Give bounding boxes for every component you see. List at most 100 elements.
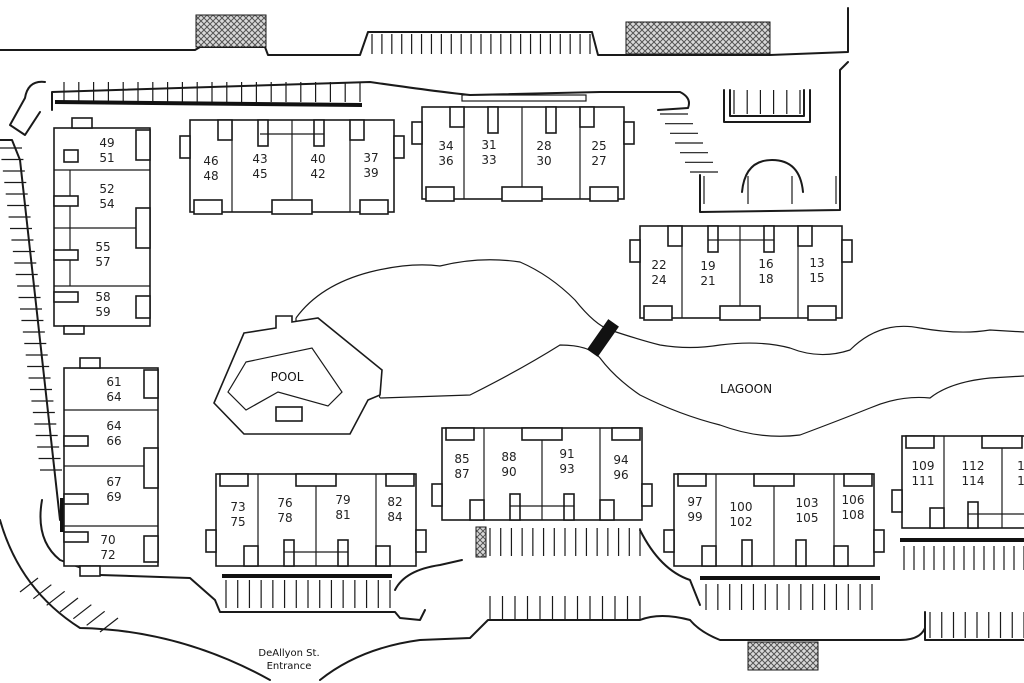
unit-label: 52 [99,182,114,196]
unit-label: 72 [100,548,115,562]
unit-label: 94 [613,453,628,467]
unit-label: 88 [501,450,516,464]
unit-label: 70 [100,533,115,547]
unit-label: 69 [106,490,121,504]
unit-label: 78 [277,511,292,525]
unit-label: 97 [687,495,702,509]
building-east-south [891,435,1024,529]
unit-label: 84 [387,510,402,524]
unit-label: 59 [95,305,110,319]
hatched-area-small [475,526,487,558]
pool-outline [227,347,343,411]
unit-label: 58 [95,290,110,304]
parking-stall-line [46,590,66,606]
parking-stall-line [72,604,92,620]
south-road [319,615,926,681]
unit-label: 57 [95,255,110,269]
unit-label: 24 [651,273,666,287]
entrance-text: Entrance [267,661,312,672]
unit-label: 81 [335,508,350,522]
unit-label: 51 [99,151,114,165]
pool-house [275,406,303,422]
unit-label: 19 [700,259,715,273]
unit-label: 49 [99,136,114,150]
lagoon-label: LAGOON [720,382,772,396]
unit-label: 61 [106,375,121,389]
parking-stall-line [59,597,79,613]
unit-label: 34 [438,139,453,153]
unit-label: 45 [252,167,267,181]
entrance-street-name: DeAllyon St. [258,648,319,659]
unit-label: 96 [613,468,628,482]
unit-label: 108 [842,508,865,522]
unit-label: 27 [591,154,606,168]
parking-stall-line [99,617,119,633]
unit-label: 66 [106,434,121,448]
unit-label: 39 [363,166,378,180]
southwest-road [0,519,271,681]
unit-label: 99 [687,510,702,524]
unit-label: 109 [912,459,935,473]
west-drive [0,139,61,521]
pool-label: POOL [271,370,304,384]
lagoon: LAGOON [295,259,1024,437]
unit-label: 111 [912,474,935,488]
unit-label: 42 [310,167,325,181]
east-road-edge [699,61,849,213]
parking-stalls [0,34,1024,641]
southwest-road-inner [39,499,426,621]
unit-label: 90 [501,465,516,479]
unit-label: 13 [809,256,824,270]
unit-label: 64 [106,390,121,404]
unit-label: 54 [99,197,114,211]
unit-label: 64 [106,419,121,433]
unit-label: 21 [700,274,715,288]
lagoon-south-shore [379,344,1024,437]
dumpster-areas [195,14,819,671]
unit-label: 114 [962,474,985,488]
road-outlines [0,7,926,681]
unit-label: 91 [559,447,574,461]
unit-label: 40 [310,152,325,166]
building-west-south [63,357,159,577]
building-west-north [53,117,151,335]
unit-label: 30 [536,154,551,168]
unit-label: 73 [230,500,245,514]
unit-label: 43 [252,152,267,166]
pool-area: POOL [213,315,383,435]
hatched-area-north-2 [625,21,771,55]
building-south-1 [205,473,427,567]
unit-label: 103 [796,496,819,510]
east-drive [639,529,701,606]
unit-label: 25 [591,139,606,153]
unit-label: 55 [95,240,110,254]
unit-label: 28 [536,139,551,153]
unit-label: 106 [842,493,865,507]
unit-label: 18 [758,272,773,286]
hatched-area-south [747,641,819,671]
north-road-edge [51,81,690,111]
hatched-area-north-1 [195,14,267,48]
unit-label: 67 [106,475,121,489]
building-south-2 [431,427,653,521]
unit-label: 36 [438,154,453,168]
building-north-2 [411,94,635,202]
building-north-1 [179,119,405,215]
parking-stall-line [32,584,52,600]
unit-label: 85 [454,452,469,466]
building-east-north [629,225,853,321]
unit-label: 79 [335,493,350,507]
south-road-inner [394,559,463,591]
unit-label: 82 [387,495,402,509]
entrance-label: DeAllyon St. Entrance [258,648,319,672]
unit-label: 48 [203,169,218,183]
west-road-edge [9,80,46,136]
unit-label: 33 [481,153,496,167]
unit-label: 15 [809,271,824,285]
unit-label: 102 [730,515,753,529]
unit-label: 37 [363,151,378,165]
unit-label: 1 [1017,474,1024,488]
unit-label: 31 [481,138,496,152]
building-south-3 [663,473,885,567]
unit-label: 112 [962,459,985,473]
